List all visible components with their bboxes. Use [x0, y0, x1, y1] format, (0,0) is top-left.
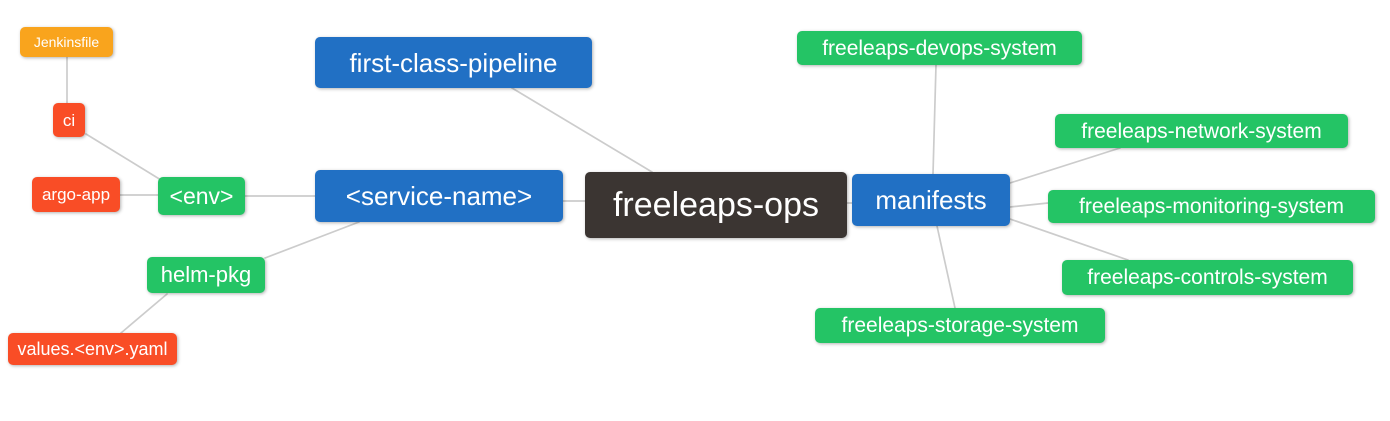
- node-label-freeleaps-devops-system: freeleaps-devops-system: [822, 36, 1057, 60]
- edge-manifests-to-freeleaps-network-system: [1009, 147, 1121, 184]
- node-manifests[interactable]: manifests: [852, 174, 1010, 226]
- edge-manifests-to-freeleaps-devops-system: [932, 64, 937, 175]
- edge-values-env-yaml-to-helm-pkg: [120, 293, 168, 334]
- node-freeleaps-devops-system[interactable]: freeleaps-devops-system: [797, 31, 1082, 65]
- node-label-values-env-yaml: values.<env>.yaml: [17, 339, 168, 359]
- node-ci[interactable]: ci: [53, 103, 85, 137]
- edge-manifests-to-freeleaps-controls-system: [1009, 218, 1129, 261]
- node-env[interactable]: <env>: [158, 177, 245, 215]
- node-label-argo-app: argo-app: [41, 185, 111, 204]
- node-label-env: <env>: [169, 182, 234, 209]
- node-label-freeleaps-monitoring-system: freeleaps-monitoring-system: [1079, 195, 1344, 218]
- edge-first-class-pipeline-to-freeleaps-ops: [511, 87, 653, 173]
- node-freeleaps-storage-system[interactable]: freeleaps-storage-system: [815, 308, 1105, 343]
- node-label-freeleaps-storage-system: freeleaps-storage-system: [841, 314, 1079, 337]
- edge-manifests-to-freeleaps-storage-system: [936, 225, 956, 309]
- node-helm-pkg[interactable]: helm-pkg: [147, 257, 265, 293]
- edge-ci-to-env: [85, 133, 162, 181]
- node-label-jenkinsfile: Jenkinsfile: [33, 34, 100, 50]
- node-freeleaps-network-system[interactable]: freeleaps-network-system: [1055, 114, 1348, 148]
- node-label-freeleaps-network-system: freeleaps-network-system: [1081, 119, 1322, 143]
- node-label-freeleaps-controls-system: freeleaps-controls-system: [1087, 266, 1328, 289]
- node-freeleaps-controls-system[interactable]: freeleaps-controls-system: [1062, 260, 1353, 295]
- node-freeleaps-monitoring-system[interactable]: freeleaps-monitoring-system: [1048, 190, 1375, 223]
- node-argo-app[interactable]: argo-app: [32, 177, 120, 212]
- node-label-service-name: <service-name>: [345, 181, 533, 211]
- node-first-class-pipeline[interactable]: first-class-pipeline: [315, 37, 592, 88]
- node-label-first-class-pipeline: first-class-pipeline: [349, 47, 558, 78]
- edge-manifests-to-freeleaps-monitoring-system: [1009, 202, 1049, 208]
- node-jenkinsfile[interactable]: Jenkinsfile: [20, 27, 113, 57]
- node-label-freeleaps-ops: freeleaps-ops: [612, 186, 819, 224]
- node-freeleaps-ops[interactable]: freeleaps-ops: [585, 172, 847, 238]
- node-label-ci: ci: [62, 110, 76, 130]
- node-values-env-yaml[interactable]: values.<env>.yaml: [8, 333, 177, 365]
- edge-helm-pkg-to-service-name: [264, 221, 360, 259]
- node-service-name[interactable]: <service-name>: [315, 170, 563, 222]
- node-label-helm-pkg: helm-pkg: [160, 262, 252, 287]
- node-label-manifests: manifests: [875, 185, 987, 215]
